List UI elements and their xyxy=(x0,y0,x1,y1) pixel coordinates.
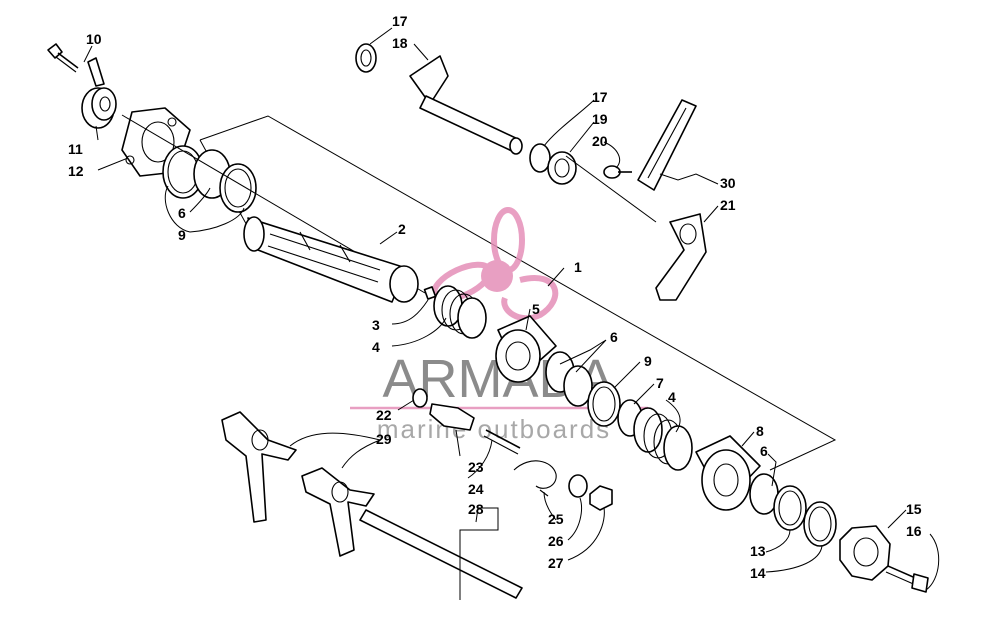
part-24-stud xyxy=(483,429,521,455)
part-19-bearing xyxy=(547,151,577,185)
callout-27: 27 xyxy=(548,555,564,571)
callout-7: 7 xyxy=(656,375,664,391)
part-20-screw xyxy=(603,165,632,179)
part-11-bushing xyxy=(81,57,117,129)
callout-15: 15 xyxy=(906,501,922,517)
part-4-spring-lower xyxy=(633,407,693,471)
callout-14: 14 xyxy=(750,565,766,581)
callout-9-middle: 9 xyxy=(644,353,652,369)
part-8-cam xyxy=(695,435,761,511)
part-18-shift-shaft xyxy=(409,55,523,155)
part-23-lever xyxy=(429,403,475,431)
part-15-star-gear xyxy=(839,525,891,581)
callout-1: 1 xyxy=(574,259,582,275)
part-17-washer-right xyxy=(529,143,551,173)
callout-19: 19 xyxy=(592,111,608,127)
callout-11: 11 xyxy=(68,141,83,157)
callout-numbers: 17 18 10 11 12 6 9 2 1 3 4 5 6 9 7 4 8 6… xyxy=(68,13,922,581)
rings-middle xyxy=(545,351,643,437)
part-28-fork-rod xyxy=(359,509,523,599)
part-3-pin xyxy=(423,286,437,300)
part-26-washer xyxy=(568,474,588,498)
callout-29: 29 xyxy=(376,431,392,447)
callout-26: 26 xyxy=(548,533,564,549)
part-29-shift-fork-right xyxy=(301,467,375,557)
callout-12: 12 xyxy=(68,163,84,179)
callout-22: 22 xyxy=(376,407,392,423)
part-4-spring-upper xyxy=(433,285,487,339)
rings-right xyxy=(749,473,837,547)
callout-9-left: 9 xyxy=(178,227,186,243)
logo-hub xyxy=(481,260,513,292)
callout-6-right: 6 xyxy=(760,443,768,459)
callout-28: 28 xyxy=(468,501,484,517)
part-27-nut xyxy=(589,485,613,511)
part-30-slotted-plate xyxy=(637,99,697,191)
callout-4-upper: 4 xyxy=(372,339,380,355)
callout-18: 18 xyxy=(392,35,408,51)
logo-blade-right xyxy=(501,275,559,322)
callout-20: 20 xyxy=(592,133,608,149)
callout-8: 8 xyxy=(756,423,764,439)
callout-13: 13 xyxy=(750,543,766,559)
part-5-cam xyxy=(495,315,557,383)
callout-21: 21 xyxy=(720,197,736,213)
callout-16: 16 xyxy=(906,523,922,539)
part-22-washer xyxy=(412,388,428,408)
part-10-bolt xyxy=(47,43,79,73)
part-29-shift-fork-left xyxy=(221,411,297,523)
part-21-shift-arm xyxy=(655,213,707,301)
callout-10: 10 xyxy=(86,31,102,47)
rings-left xyxy=(162,145,257,213)
callout-2: 2 xyxy=(398,221,406,237)
callout-30: 30 xyxy=(720,175,736,191)
callout-6-middle: 6 xyxy=(610,329,618,345)
callout-4-lower: 4 xyxy=(668,389,676,405)
callout-5: 5 xyxy=(532,301,540,317)
watermark-tagline: marine outboards xyxy=(377,414,611,444)
callout-24: 24 xyxy=(468,481,484,497)
callout-17-right: 17 xyxy=(592,89,608,105)
callout-23: 23 xyxy=(468,459,484,475)
callout-6-left: 6 xyxy=(178,205,186,221)
callout-17-top: 17 xyxy=(392,13,408,29)
part-16-bolt xyxy=(885,565,929,593)
part-2-shift-drum xyxy=(243,216,419,303)
callout-3: 3 xyxy=(372,317,380,333)
leader-lines xyxy=(83,27,940,600)
callout-25: 25 xyxy=(548,511,564,527)
part-25-spring xyxy=(513,460,557,497)
part-17-washer-top xyxy=(355,43,377,73)
